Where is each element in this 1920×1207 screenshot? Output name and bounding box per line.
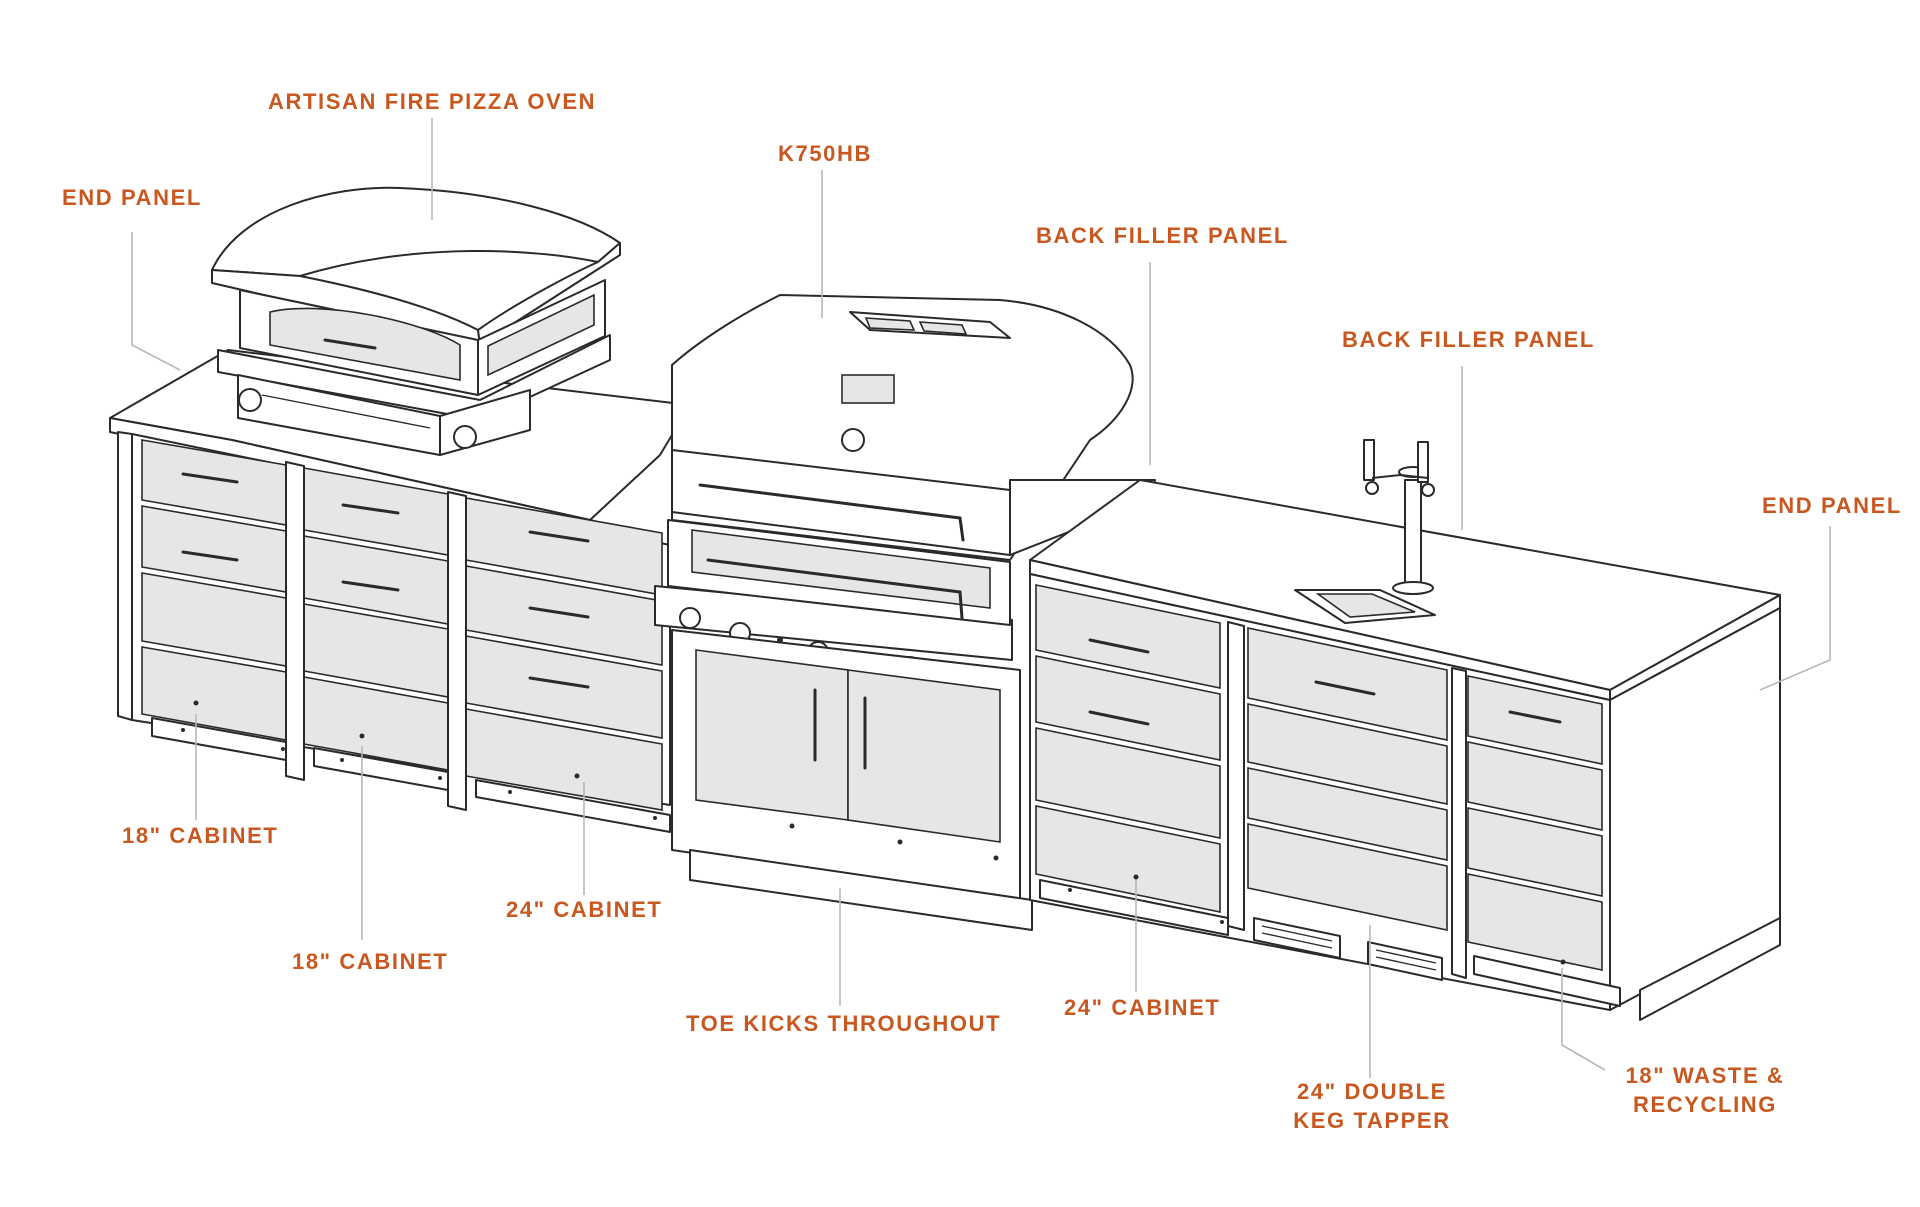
keg-tapper — [1247, 627, 1448, 981]
label-cabinet-18-middle: 18" CABINET — [292, 949, 449, 974]
grill-cart — [654, 294, 1156, 931]
cabinet-18-middle — [303, 467, 449, 791]
label-grill-model: K750HB — [778, 141, 872, 166]
label-pizza-oven: ARTISAN FIRE PIZZA OVEN — [268, 89, 597, 114]
label-toe-kicks: TOE KICKS THROUGHOUT — [686, 1011, 1002, 1036]
label-back-filler-panel-2: BACK FILLER PANEL — [1342, 327, 1595, 352]
cabinet-dividers-right — [1227, 621, 1467, 979]
cabinet-18-left — [141, 439, 287, 761]
beer-tower — [1294, 439, 1436, 624]
label-keg-tapper: 24" DOUBLE KEG TAPPER — [1293, 1079, 1451, 1133]
label-cabinet-18-left: 18" CABINET — [122, 823, 279, 848]
label-end-panel-right: END PANEL — [1762, 493, 1902, 518]
label-cabinet-24-left: 24" CABINET — [506, 897, 663, 922]
label-back-filler-panel-1: BACK FILLER PANEL — [1036, 223, 1289, 248]
cabinet-dividers-left — [285, 461, 467, 811]
label-end-panel-left: END PANEL — [62, 185, 202, 210]
waste-recycling-cabinet — [1467, 675, 1621, 1007]
cabinet-24-right — [1035, 584, 1229, 936]
label-cabinet-24-right: 24" CABINET — [1064, 995, 1221, 1020]
leader-lines — [131, 118, 1831, 1078]
label-waste-recycling: 18" WASTE & RECYCLING — [1625, 1063, 1785, 1117]
pizza-oven — [211, 186, 621, 456]
